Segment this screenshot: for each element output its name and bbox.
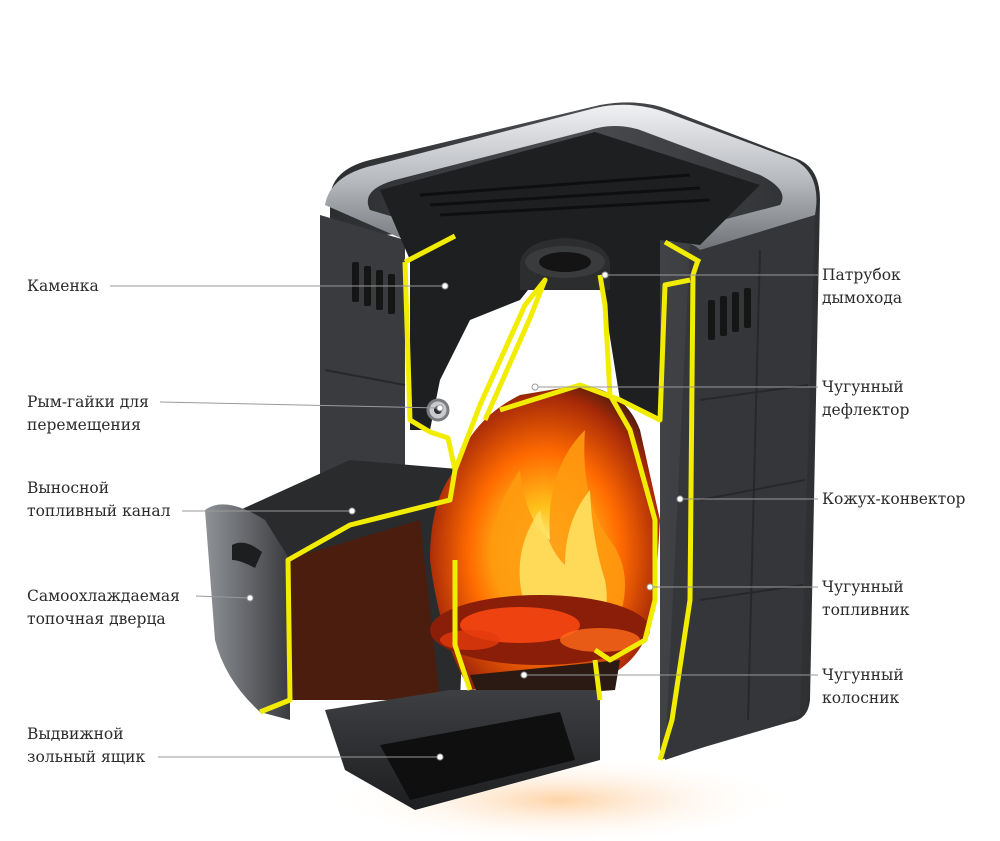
label-grate: Чугунный колосник: [822, 664, 904, 710]
label-firebox: Чугунный топливник: [822, 576, 910, 622]
label-ash-drawer-line-1: Выдвижной: [27, 725, 124, 743]
label-rym-gaiki: Рым-гайки для перемещения: [27, 391, 149, 437]
label-door-line-1: Самоохлаждаемая: [27, 587, 180, 605]
vents-right: [708, 288, 751, 340]
label-kamenka-line-1: Каменка: [27, 277, 99, 295]
top-rim: [325, 104, 817, 250]
label-ash-drawer-line-2: зольный ящик: [27, 748, 146, 766]
label-grate-line-2: колосник: [822, 689, 900, 707]
leader-door: [195, 595, 251, 599]
label-ash-drawer: Выдвижной зольный ящик: [27, 723, 145, 769]
casing-seams: [324, 249, 809, 721]
fuel-channel-inner: [285, 520, 440, 700]
label-deflector: Чугунный дефлектор: [822, 376, 909, 422]
label-flue-pipe-line-1: Патрубок: [822, 266, 901, 284]
marker-deflector: [531, 383, 539, 391]
leader-rym-gaiki: [159, 401, 441, 409]
ash-drawer-inside: [380, 712, 575, 800]
label-flue-pipe: Патрубок дымохода: [822, 264, 902, 310]
label-casing-line-1: Кожух-конвектор: [822, 490, 966, 508]
label-firebox-line-2: топливник: [822, 601, 910, 619]
label-fuel-channel-line-1: Выносной: [27, 479, 110, 497]
kamenka-interior: [380, 132, 760, 430]
label-kamenka: Каменка: [27, 275, 99, 298]
flue-pipe-opening: [539, 252, 591, 272]
casing-right-panel: [665, 215, 815, 760]
kamenka-grate: [419, 173, 711, 217]
section-highlight: [259, 233, 702, 761]
label-fuel-channel-line-2: топливный канал: [27, 502, 171, 520]
marker-rym-gaiki: [436, 404, 444, 412]
marker-grate: [520, 671, 528, 679]
marker-ash-drawer: [436, 753, 444, 761]
marker-door: [246, 594, 254, 602]
marker-kamenka: [441, 282, 449, 290]
label-door-line-2: топочная дверца: [27, 610, 166, 628]
marker-flue-pipe: [601, 271, 609, 279]
label-firebox-line-1: Чугунный: [822, 578, 904, 596]
marker-firebox: [646, 583, 654, 591]
label-rym-gaiki-line-2: перемещения: [27, 416, 141, 434]
marker-fuel-channel: [348, 507, 356, 515]
label-deflector-line-2: дефлектор: [822, 401, 910, 419]
label-grate-line-1: Чугунный: [822, 666, 904, 684]
marker-casing: [676, 495, 684, 503]
label-casing: Кожух-конвектор: [822, 488, 965, 511]
label-flue-pipe-line-2: дымохода: [822, 289, 903, 307]
label-door: Самоохлаждаемая топочная дверца: [27, 585, 180, 631]
label-rym-gaiki-line-1: Рым-гайки для: [27, 393, 149, 411]
label-fuel-channel: Выносной топливный канал: [27, 477, 170, 523]
door-handle: [232, 542, 262, 568]
firebox-door: [205, 504, 290, 720]
label-deflector-line-1: Чугунный: [822, 378, 904, 396]
